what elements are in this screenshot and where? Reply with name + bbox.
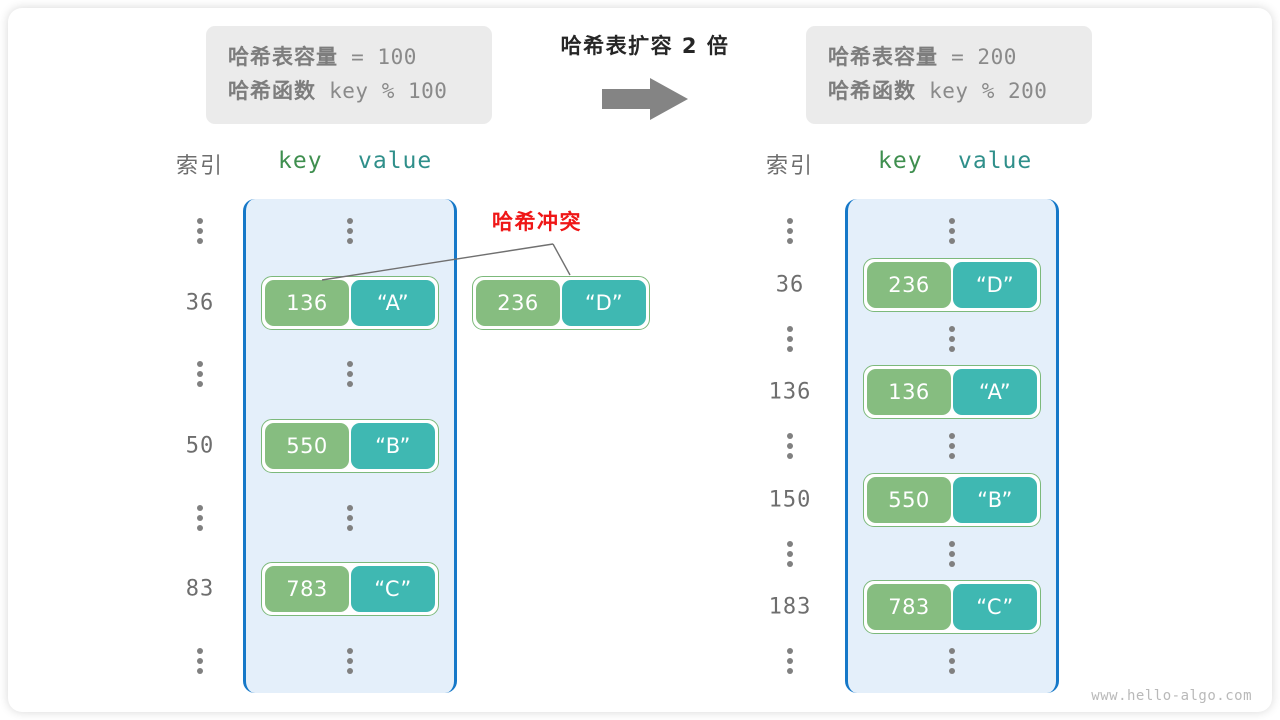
before-row-ellipsis-4 [343,501,357,535]
before-index-ellipsis-2 [193,357,207,391]
before-entry-83-key: 783 [265,566,349,612]
before-entry-50-key: 550 [265,423,349,469]
before-header-key: key [278,148,323,174]
after-header-key: key [878,148,923,174]
before-entry-36-value: “A” [351,280,435,326]
after-capacity-expr: = 200 [938,45,1017,69]
after-header-index: 索引 [765,154,814,179]
after-index-ellipsis-6 [783,537,797,571]
after-entry-150-value: “B” [953,477,1037,523]
before-row-ellipsis-2 [343,357,357,391]
before-entry-36[interactable]: 136 “A” [261,276,439,330]
before-function-line: 哈希函数 key % 100 [228,74,470,108]
after-entry-136[interactable]: 136 “A” [863,365,1041,419]
after-function-expr: key % 200 [916,79,1048,103]
after-function-label: 哈希函数 [828,79,916,103]
after-capacity-line: 哈希表容量 = 200 [828,40,1070,74]
after-index-3: 136 [768,379,812,405]
before-entry-83-value: “C” [351,566,435,612]
before-header-index: 索引 [175,154,224,179]
page-card [8,8,1272,712]
after-row-ellipsis-6 [945,537,959,571]
after-entry-36-key: 236 [867,262,951,308]
before-entry-83[interactable]: 783 “C” [261,562,439,616]
expand-arrow [520,76,770,126]
before-row-ellipsis-6 [343,644,357,678]
before-info-box: 哈希表容量 = 100 哈希函数 key % 100 [206,26,492,124]
after-entry-136-key: 136 [867,369,951,415]
after-entry-150[interactable]: 550 “B” [863,473,1041,527]
before-index-3: 50 [185,433,215,459]
before-capacity-expr: = 100 [338,45,417,69]
after-index-ellipsis-2 [783,322,797,356]
before-entry-50[interactable]: 550 “B” [261,419,439,473]
collision-label: 哈希冲突 [492,210,582,234]
collision-entry-key: 236 [476,280,560,326]
before-function-label: 哈希函数 [228,79,316,103]
after-entry-183-key: 783 [867,584,951,630]
after-index-5: 150 [768,487,812,513]
before-index-ellipsis-6 [193,644,207,678]
before-entry-36-key: 136 [265,280,349,326]
before-capacity-label: 哈希表容量 [228,45,338,69]
after-entry-183[interactable]: 783 “C” [863,580,1041,634]
after-header-value: value [958,148,1033,174]
diagram-title: 哈希表扩容 2 倍 [560,34,730,58]
before-index-5: 83 [185,576,215,602]
after-index-ellipsis-8 [783,644,797,678]
before-header-value: value [358,148,433,174]
after-row-ellipsis-8 [945,644,959,678]
after-index-7: 183 [768,594,812,620]
before-entry-50-value: “B” [351,423,435,469]
collision-entry-value: “D” [562,280,646,326]
after-index-1: 36 [775,272,805,298]
after-index-ellipsis-4 [783,429,797,463]
after-info-box: 哈希表容量 = 200 哈希函数 key % 200 [806,26,1092,124]
after-index-ellipsis-0 [783,214,797,248]
after-entry-150-key: 550 [867,477,951,523]
after-row-ellipsis-2 [945,322,959,356]
after-capacity-label: 哈希表容量 [828,45,938,69]
before-function-expr: key % 100 [316,79,448,103]
before-capacity-line: 哈希表容量 = 100 [228,40,470,74]
watermark: www.hello-algo.com [1091,688,1252,704]
after-function-line: 哈希函数 key % 200 [828,74,1070,108]
after-entry-36-value: “D” [953,262,1037,308]
after-entry-36[interactable]: 236 “D” [863,258,1041,312]
before-index-ellipsis-4 [193,501,207,535]
collision-overflow-entry[interactable]: 236 “D” [472,276,650,330]
after-entry-183-value: “C” [953,584,1037,630]
after-row-ellipsis-4 [945,429,959,463]
arrow-right-icon [602,78,688,120]
before-index-1: 36 [185,290,215,316]
before-index-ellipsis-0 [193,214,207,248]
after-row-ellipsis-0 [945,214,959,248]
after-entry-136-value: “A” [953,369,1037,415]
before-row-ellipsis-0 [343,214,357,248]
